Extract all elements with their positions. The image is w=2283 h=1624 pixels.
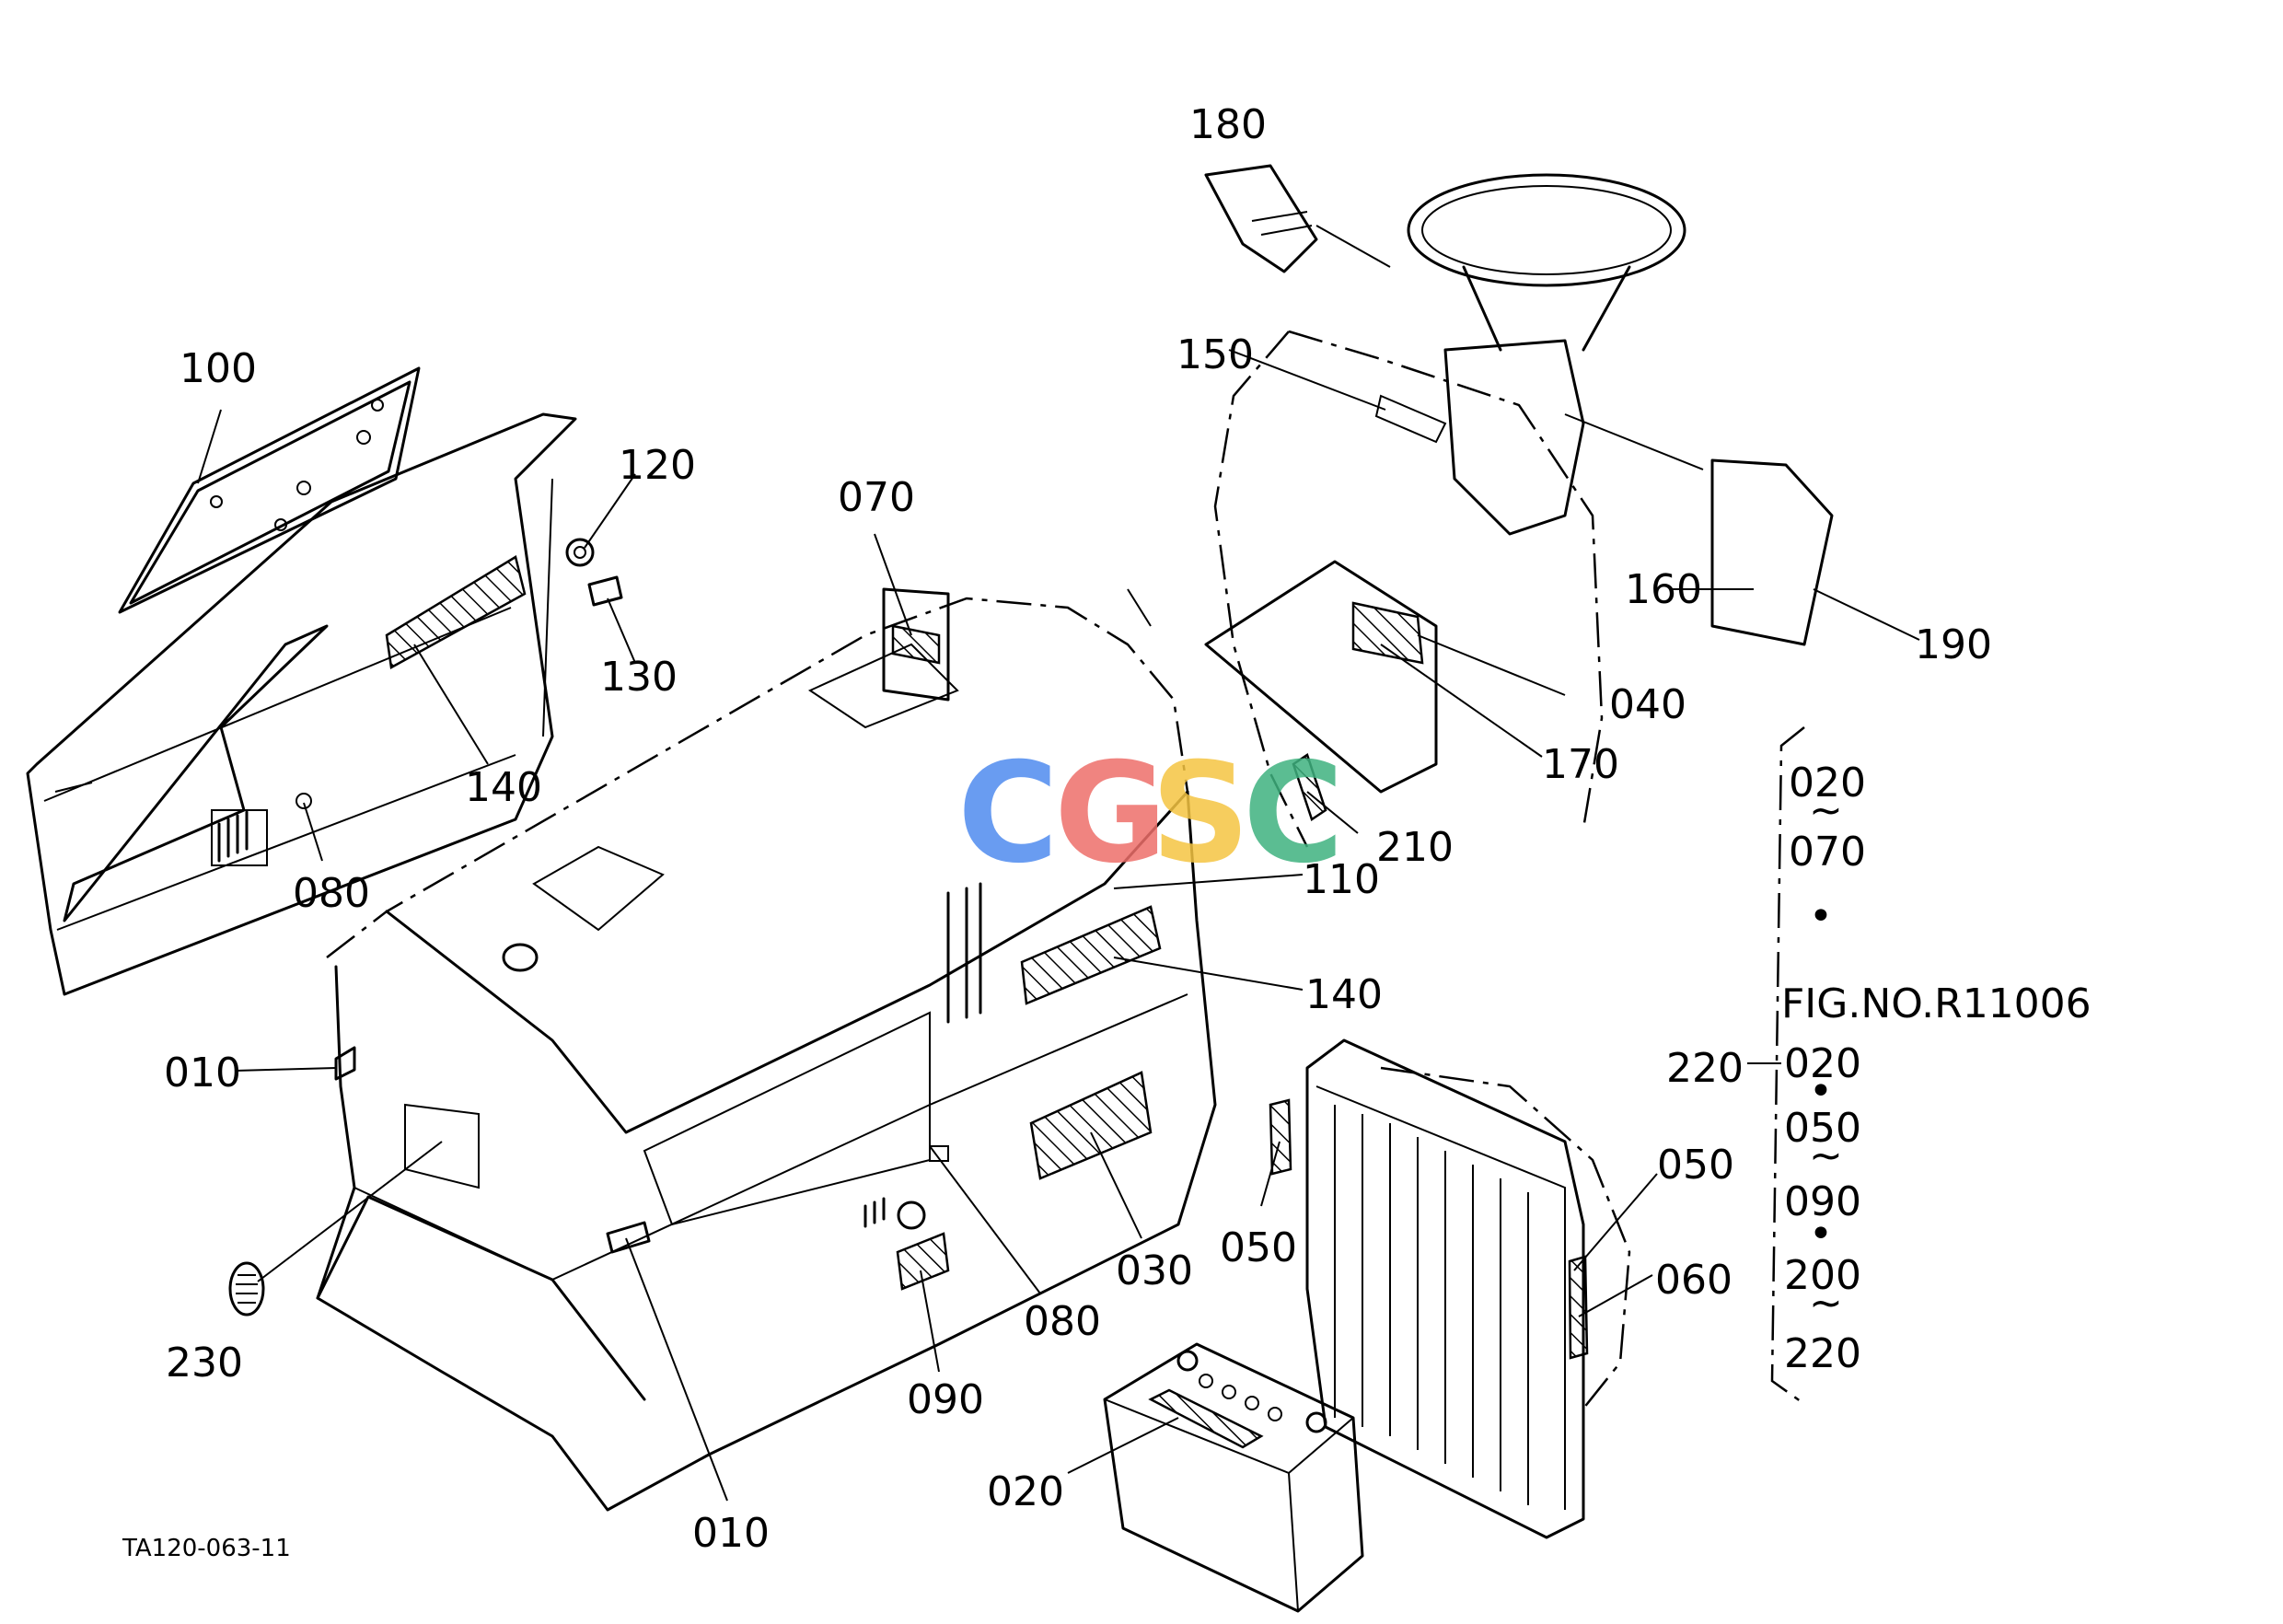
- part-label-060: 060: [1655, 1257, 1733, 1304]
- part-label-160: 160: [1625, 566, 1702, 613]
- side-panel-outline: [26, 412, 577, 996]
- part-label-140-right: 140: [1305, 971, 1383, 1018]
- range-tilde-2: ~: [1809, 1132, 1843, 1179]
- part-label-010-lower: 010: [692, 1510, 770, 1557]
- range-dot-3: •: [1809, 1211, 1833, 1258]
- part-label-100: 100: [180, 345, 257, 392]
- dashboard-drawing: [1204, 164, 1834, 848]
- part-label-050-left: 050: [1220, 1224, 1297, 1271]
- part-label-110: 110: [1303, 856, 1380, 903]
- part-label-070: 070: [838, 474, 915, 521]
- part-label-170: 170: [1542, 741, 1619, 788]
- range-dot-1: •: [1809, 893, 1833, 940]
- part-labels: 100 120 130 140 080 070 110 140 010 230 …: [164, 101, 1992, 1557]
- part-label-090: 090: [907, 1376, 984, 1423]
- range-tilde-1: ~: [1809, 787, 1843, 834]
- part-label-150: 150: [1176, 331, 1254, 378]
- part-label-040: 040: [1609, 681, 1686, 728]
- range-code-220: 220: [1784, 1330, 1861, 1377]
- watermark-letter-c2: C: [1243, 734, 1344, 894]
- range-box: [1770, 726, 1805, 1406]
- range-box-text: 020 ~ 070 • FIG.NO.R11006 020 • 050 ~ 09…: [1781, 760, 2092, 1377]
- range-code-050: 050: [1784, 1105, 1861, 1152]
- window-gasket-shape: [118, 366, 421, 614]
- part-label-220: 220: [1666, 1045, 1744, 1092]
- part-label-190: 190: [1915, 621, 1992, 668]
- part-label-140-left: 140: [465, 764, 542, 811]
- side-panel-drawing: [26, 366, 623, 996]
- watermark-letter-c1: C: [957, 734, 1059, 894]
- range-first-from: 020: [1789, 760, 1866, 806]
- leader-lines: [197, 349, 1920, 1502]
- range-first-to: 070: [1789, 829, 1866, 876]
- part-label-080-left: 080: [293, 870, 370, 917]
- watermark-letter-s: S: [1151, 734, 1250, 894]
- radiator-battery-drawing: [1103, 1038, 1631, 1613]
- drawing-code: TA120-063-11: [122, 1535, 291, 1562]
- figure-reference: FIG.NO.R11006: [1781, 980, 2092, 1027]
- part-label-020: 020: [987, 1468, 1064, 1515]
- watermark: C G S C: [957, 734, 1344, 894]
- part-label-050-right: 050: [1657, 1142, 1734, 1189]
- range-code-090: 090: [1784, 1178, 1861, 1225]
- part-label-030: 030: [1116, 1247, 1193, 1294]
- part-label-010-front: 010: [164, 1050, 241, 1096]
- range-dot-2: •: [1809, 1068, 1833, 1115]
- part-label-210: 210: [1376, 824, 1454, 871]
- part-label-120: 120: [619, 442, 696, 489]
- part-label-180: 180: [1189, 101, 1267, 148]
- watermark-letter-g: G: [1054, 734, 1167, 894]
- range-tilde-3: ~: [1809, 1280, 1843, 1327]
- part-label-080-right: 080: [1024, 1298, 1101, 1345]
- part-label-230: 230: [166, 1340, 243, 1386]
- hood-drawing: [228, 587, 1217, 1512]
- part-label-130: 130: [600, 654, 678, 701]
- range-code-020: 020: [1784, 1040, 1861, 1087]
- range-code-200: 200: [1784, 1252, 1861, 1299]
